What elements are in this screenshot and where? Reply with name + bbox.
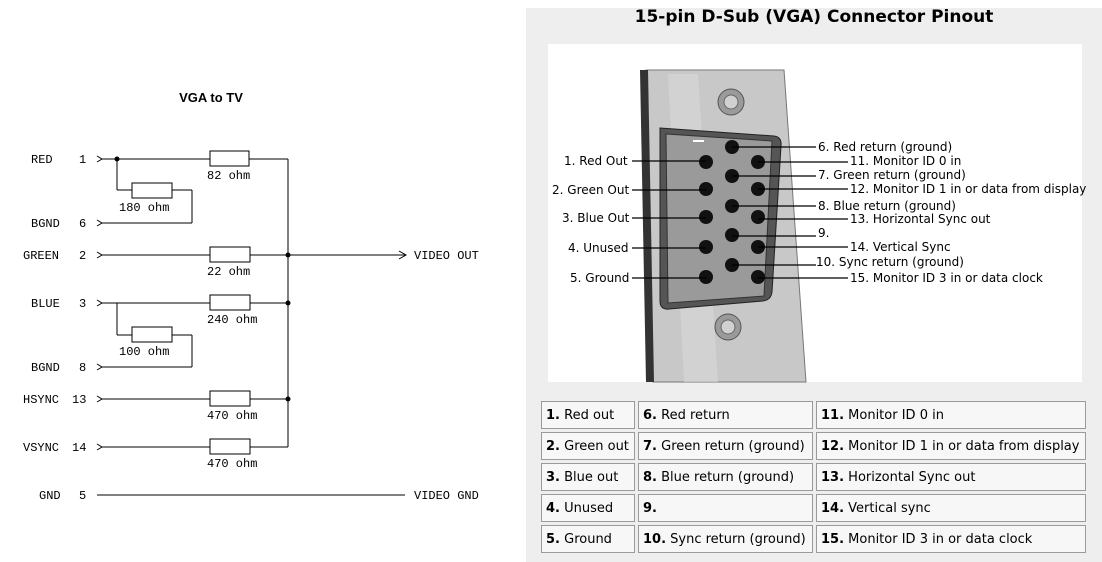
right-label-15: 15. Monitor ID 3 in or data clock — [850, 271, 1043, 285]
table-cell: 3. Blue out — [541, 463, 635, 491]
blue-circuit: 240 ohm 100 ohm — [102, 294, 288, 368]
bottom-screw-icon — [714, 313, 742, 341]
pin-red: 1 — [79, 153, 86, 167]
left-label-1: 1. Red Out — [564, 154, 628, 168]
left-label-5: 5. Ground — [570, 271, 629, 285]
resistor-470-v — [209, 438, 251, 455]
resistor-label-240: 240 ohm — [207, 313, 257, 327]
table-cell: 10. Sync return (ground) — [638, 525, 813, 553]
right-label-13: 13. Horizontal Sync out — [850, 212, 991, 226]
table-cell: 13. Horizontal Sync out — [816, 463, 1086, 491]
right-label-11: 11. Monitor ID 0 in — [850, 154, 961, 168]
right-label-10: 10. Sync return (ground) — [816, 255, 964, 269]
table-cell: 12. Monitor ID 1 in or data from display — [816, 432, 1086, 460]
pin-green: 2 — [79, 249, 86, 263]
connector-illustration: 1. Red Out 2. Green Out 3. Blue Out 4. U… — [548, 44, 1086, 383]
resistor-180 — [131, 182, 173, 199]
resistor-470-h — [209, 390, 251, 407]
connector-panel: 15-pin D-Sub (VGA) Connector Pinout — [526, 8, 1102, 562]
output-bus: VIDEO OUT — [285, 159, 479, 447]
video-out-label: VIDEO OUT — [414, 249, 479, 263]
red-circuit: 82 ohm 180 ohm — [102, 150, 288, 224]
label-bgnd-8: BGND — [31, 361, 60, 375]
table-cell: 6. Red return — [638, 401, 813, 429]
right-label-7: 7. Green return (ground) — [818, 168, 966, 182]
resistor-22 — [209, 246, 251, 263]
table-cell: 11. Monitor ID 0 in — [816, 401, 1086, 429]
table-cell: 2. Green out — [541, 432, 635, 460]
right-pin-labels: 6. Red return (ground) 11. Monitor ID 0 … — [816, 140, 1086, 285]
table-cell: 5. Ground — [541, 525, 635, 553]
right-leaders — [732, 146, 848, 279]
hsync-circuit: 470 ohm — [102, 390, 288, 423]
pin-gnd: 5 — [79, 489, 86, 503]
resistor-label-22: 22 ohm — [207, 265, 250, 279]
table-cell: 7. Green return (ground) — [638, 432, 813, 460]
left-leaders — [632, 160, 706, 279]
table-row: 5. Ground 10. Sync return (ground) 15. M… — [541, 525, 1086, 553]
label-bgnd-6: BGND — [31, 217, 60, 231]
resistor-label-100: 100 ohm — [119, 345, 169, 359]
right-label-8: 8. Blue return (ground) — [818, 199, 956, 213]
pinout-table: 1. Red out 6. Red return 11. Monitor ID … — [538, 398, 1089, 556]
right-label-12: 12. Monitor ID 1 in or data from display — [850, 182, 1086, 196]
right-label-9: 9. — [818, 226, 829, 240]
label-red: RED — [31, 153, 53, 167]
table-row: 1. Red out 6. Red return 11. Monitor ID … — [541, 401, 1086, 429]
input-arrows — [96, 155, 103, 451]
resistor-label-180: 180 ohm — [119, 201, 169, 215]
pin-bgnd-6: 6 — [79, 217, 86, 231]
top-screw-icon — [717, 88, 745, 116]
label-blue: BLUE — [31, 297, 60, 311]
table-cell: 8. Blue return (ground) — [638, 463, 813, 491]
resistor-82 — [209, 150, 250, 167]
left-label-2: 2. Green Out — [552, 183, 629, 197]
vga-to-tv-schematic: VGA to TV RED 1 BGND 6 GREEN 2 BLUE 3 BG… — [23, 90, 479, 503]
table-cell: 9. — [638, 494, 813, 522]
resistor-240 — [209, 294, 251, 311]
pin-hsync: 13 — [72, 393, 86, 407]
pins — [699, 140, 765, 284]
table-row: 3. Blue out 8. Blue return (ground) 13. … — [541, 463, 1086, 491]
left-pin-labels: 1. Red Out 2. Green Out 3. Blue Out 4. U… — [552, 154, 630, 285]
resistor-label-82: 82 ohm — [207, 169, 250, 183]
table-cell: 1. Red out — [541, 401, 635, 429]
connector-title: 15-pin D-Sub (VGA) Connector Pinout — [634, 7, 994, 27]
green-circuit: 22 ohm — [102, 246, 288, 279]
left-label-4: 4. Unused — [568, 241, 629, 255]
pin-bgnd-8: 8 — [79, 361, 86, 375]
pin-vsync: 14 — [72, 441, 86, 455]
table-cell: 14. Vertical sync — [816, 494, 1086, 522]
label-hsync: HSYNC — [23, 393, 59, 407]
schematic-labels: RED 1 BGND 6 GREEN 2 BLUE 3 BGND 8 HSYNC… — [23, 153, 86, 503]
gnd-circuit: VIDEO GND — [97, 489, 479, 503]
pin-blue: 3 — [79, 297, 86, 311]
label-gnd: GND — [39, 489, 61, 503]
right-label-14: 14. Vertical Sync — [850, 240, 951, 254]
schematic-title: VGA to TV — [179, 90, 243, 105]
table-row: 2. Green out 7. Green return (ground) 12… — [541, 432, 1086, 460]
label-vsync: VSYNC — [23, 441, 59, 455]
vsync-circuit: 470 ohm — [102, 438, 288, 471]
table-cell: 4. Unused — [541, 494, 635, 522]
resistor-label-470-h: 470 ohm — [207, 409, 257, 423]
label-green: GREEN — [23, 249, 59, 263]
right-label-6: 6. Red return (ground) — [818, 140, 952, 154]
left-label-3: 3. Blue Out — [562, 211, 630, 225]
table-cell: 15. Monitor ID 3 in or data clock — [816, 525, 1086, 553]
resistor-100 — [131, 326, 173, 343]
video-gnd-label: VIDEO GND — [414, 489, 479, 503]
resistor-label-470-v: 470 ohm — [207, 457, 257, 471]
table-row: 4. Unused 9. 14. Vertical sync — [541, 494, 1086, 522]
